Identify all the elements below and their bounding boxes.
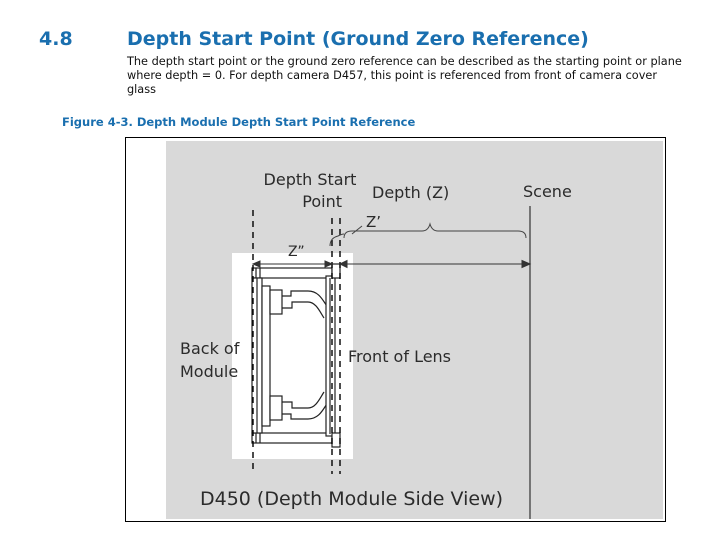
depth-z-arrow <box>338 259 532 269</box>
depth-brace <box>343 222 527 239</box>
z-double-prime-arrow <box>251 260 334 268</box>
depth-module-diagram: Depth Start Point Depth (Z) Scene Z’ Z” … <box>166 141 663 519</box>
side-view-label: D450 (Depth Module Side View) <box>200 488 503 510</box>
reference-dashed-lines <box>252 210 341 474</box>
front-of-lens-label: Front of Lens <box>348 347 451 366</box>
section-body-text: The depth start point or the ground zero… <box>127 55 682 97</box>
z-prime-label: Z’ <box>366 213 381 231</box>
z-prime-brace <box>329 233 345 247</box>
back-of-module-label-line2: Module <box>180 362 238 381</box>
back-of-module-label-line1: Back of <box>180 339 240 358</box>
z-prime-leader <box>351 225 363 235</box>
scene-label: Scene <box>523 182 572 201</box>
z-double-prime-label: Z” <box>288 244 305 260</box>
section-title: Depth Start Point (Ground Zero Reference… <box>127 28 589 50</box>
depth-start-label-line1: Depth Start <box>264 170 357 189</box>
depth-z-label: Depth (Z) <box>372 183 449 202</box>
section-number: 4.8 <box>39 28 73 50</box>
figure-frame: Depth Start Point Depth (Z) Scene Z’ Z” … <box>125 137 666 522</box>
figure-caption: Figure 4-3. Depth Module Depth Start Poi… <box>62 115 416 129</box>
module-body <box>251 263 341 448</box>
depth-start-label-line2: Point <box>302 192 342 211</box>
